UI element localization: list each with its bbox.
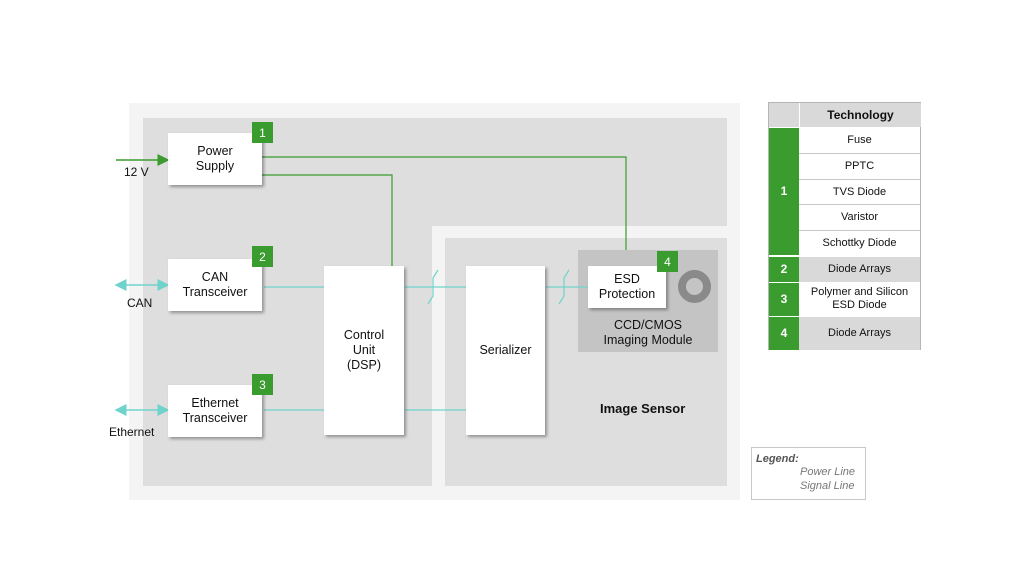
group-1-number: 1 xyxy=(769,128,799,255)
table-corner xyxy=(769,103,799,127)
power-to-esd-line xyxy=(262,156,627,250)
group-3-number: 3 xyxy=(769,282,799,316)
can-transceiver-block: CAN Transceiver xyxy=(168,259,262,311)
can-transceiver-badge: 2 xyxy=(252,246,273,267)
lens-icon xyxy=(678,270,711,303)
group-1-row-fuse: Fuse xyxy=(799,128,920,154)
group-1-row-pptc: PPTC xyxy=(799,154,920,180)
legend-title: Legend: xyxy=(756,453,799,465)
power-supply-label: Power Supply xyxy=(195,144,235,173)
esd-protection-label: ESD Protection xyxy=(598,272,656,301)
imaging-module-label: CCD/CMOS Imaging Module xyxy=(603,318,693,347)
ethernet-transceiver-badge: 3 xyxy=(252,374,273,395)
group-1-row-tvs: TVS Diode xyxy=(799,180,920,205)
power-to-control-line xyxy=(262,174,393,266)
control-region-top xyxy=(432,118,727,226)
can-transceiver-label: CAN Transceiver xyxy=(182,270,248,299)
group-2-row: Diode Arrays xyxy=(799,256,920,282)
can-input-label: CAN xyxy=(127,296,153,310)
technology-table: Technology 1 Fuse PPTC TVS Diode Varisto… xyxy=(768,102,921,350)
power-supply-badge: 1 xyxy=(252,122,273,143)
control-unit-block: Control Unit (DSP) xyxy=(324,266,404,435)
esd-protection-block: ESD Protection xyxy=(588,266,666,308)
esd-protection-badge: 4 xyxy=(657,251,678,272)
ethernet-transceiver-block: Ethernet Transceiver xyxy=(168,385,262,437)
group-4-row: Diode Arrays xyxy=(799,316,920,350)
group-4-number: 4 xyxy=(769,316,799,350)
group-3-row: Polymer and Silicon ESD Diode xyxy=(810,285,909,311)
serializer-block: Serializer xyxy=(466,266,545,435)
ethernet-input-label: Ethernet xyxy=(109,425,155,439)
power-supply-block: Power Supply xyxy=(168,133,262,185)
image-sensor-label: Image Sensor xyxy=(600,401,686,416)
group-2-number: 2 xyxy=(769,256,799,282)
link-break-mark-2 xyxy=(558,269,570,305)
group-1-row-schottky: Schottky Diode xyxy=(822,236,897,249)
legend-power-label: Power Line xyxy=(800,466,856,478)
serializer-label: Serializer xyxy=(479,343,532,357)
table-header: Technology xyxy=(799,103,921,127)
legend-signal-label: Signal Line xyxy=(800,480,855,492)
link-break-mark-1 xyxy=(427,269,439,305)
control-unit-label: Control Unit (DSP) xyxy=(343,328,385,372)
group-1-row-varistor: Varistor xyxy=(799,205,920,231)
power-input-label: 12 V xyxy=(124,165,149,179)
legend-box xyxy=(751,447,866,500)
ethernet-transceiver-label: Ethernet Transceiver xyxy=(182,396,248,425)
